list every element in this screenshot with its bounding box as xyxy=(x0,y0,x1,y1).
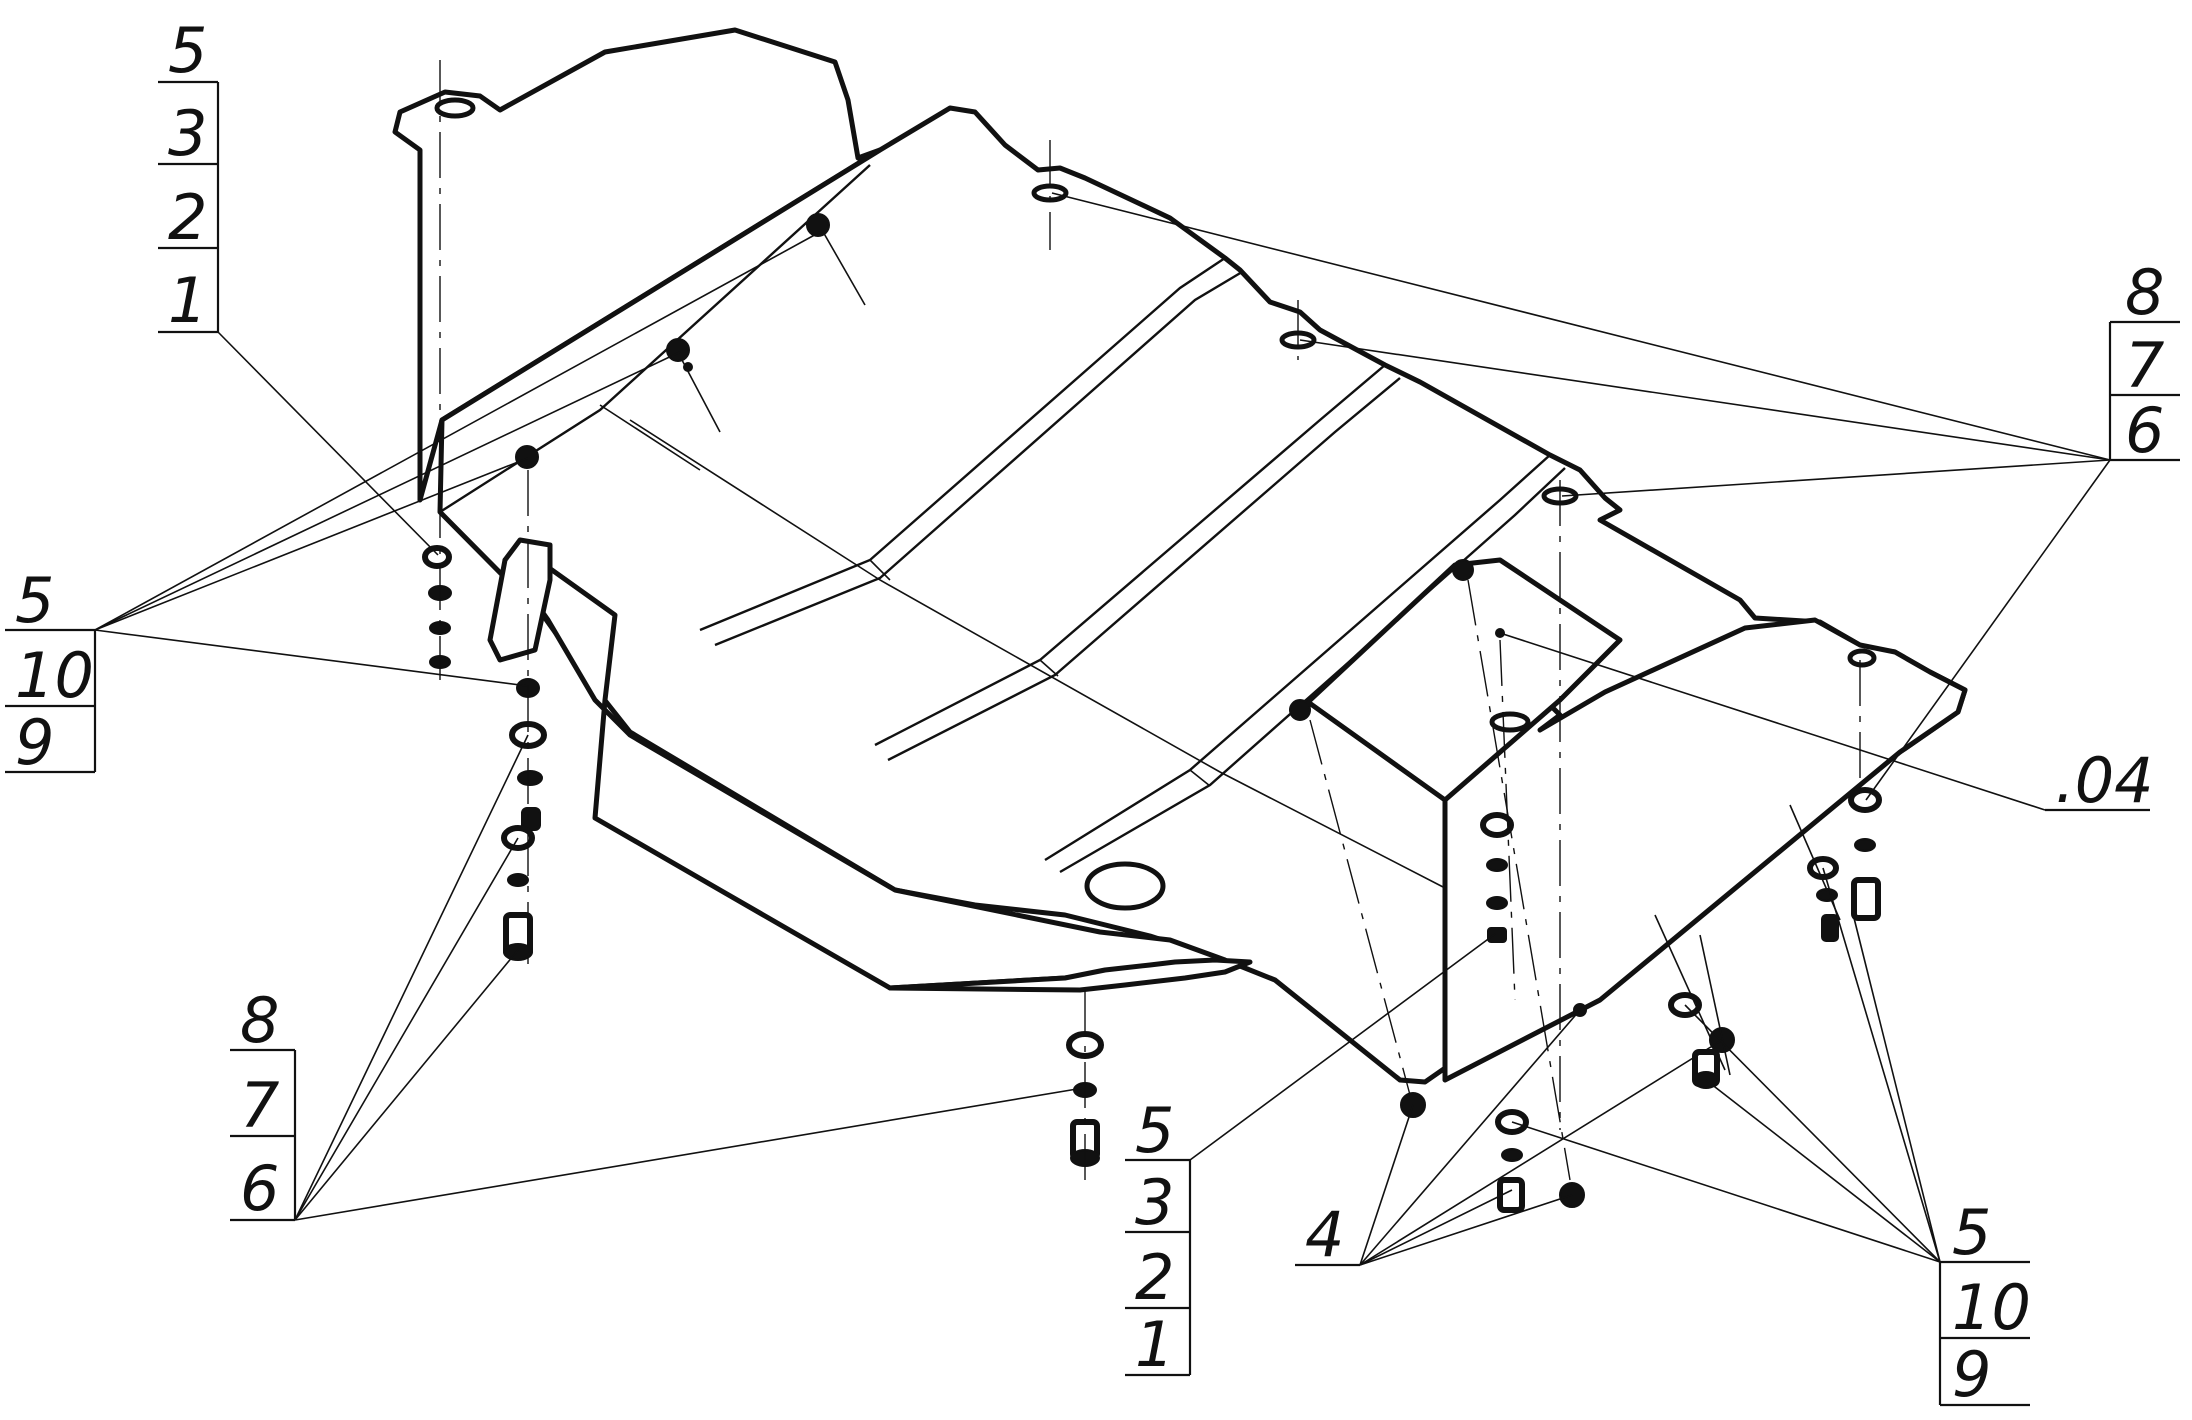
callout-lowright: 5 10 9 xyxy=(1938,1196,2031,1411)
callout-label: 3 xyxy=(168,97,207,170)
callout-label: 8 xyxy=(240,984,279,1057)
callout-label: 1 xyxy=(168,264,207,337)
part-ref-callout: .04 xyxy=(2045,744,2154,817)
center-lines xyxy=(439,60,1861,1190)
slot-hole xyxy=(1489,711,1531,733)
callout-center: 5 3 2 1 xyxy=(1125,1094,1192,1381)
leader-lines xyxy=(94,192,2111,1266)
bolt-ref-callout: 4 xyxy=(1295,1198,1360,1271)
callout-label: 7 xyxy=(240,1069,279,1142)
callout-label: 6 xyxy=(240,1152,279,1225)
slot-hole xyxy=(1847,648,1877,668)
callout-label: 7 xyxy=(2125,329,2164,402)
rivets xyxy=(515,213,1505,721)
front-lip xyxy=(887,957,1253,993)
callout-label: 10 xyxy=(15,639,94,712)
callout-label: 9 xyxy=(1952,1338,1991,1411)
callout-label: 9 xyxy=(15,706,54,779)
drain-hole xyxy=(1084,861,1166,911)
callout-label: 5 xyxy=(1135,1094,1174,1167)
callout-label: 5 xyxy=(1952,1196,1991,1269)
callout-label: 5 xyxy=(168,14,207,87)
callout-label: 1 xyxy=(1135,1308,1174,1381)
callout-label: 2 xyxy=(168,181,207,254)
left-lug xyxy=(487,537,553,663)
bolt-ref-label: 4 xyxy=(1305,1198,1344,1271)
part-ref-label: .04 xyxy=(2055,744,2154,817)
callout-midleft: 5 10 9 xyxy=(5,564,97,779)
callout-lowleft: 8 7 6 xyxy=(230,984,297,1225)
stiffening-ribs xyxy=(439,164,1566,889)
callout-topleft: 5 3 2 1 xyxy=(158,14,220,337)
callout-label: 3 xyxy=(1135,1166,1174,1239)
callout-topright: 8 7 6 xyxy=(2108,256,2180,467)
callout-label: 2 xyxy=(1135,1241,1174,1314)
slot-hole xyxy=(434,97,476,119)
callout-label: 5 xyxy=(15,564,54,637)
right-bracket xyxy=(1442,617,1968,1083)
callout-label: 6 xyxy=(2125,394,2164,467)
callout-label: 10 xyxy=(1952,1271,2031,1344)
skid-plate xyxy=(392,27,1968,1085)
callout-label: 8 xyxy=(2125,256,2164,329)
